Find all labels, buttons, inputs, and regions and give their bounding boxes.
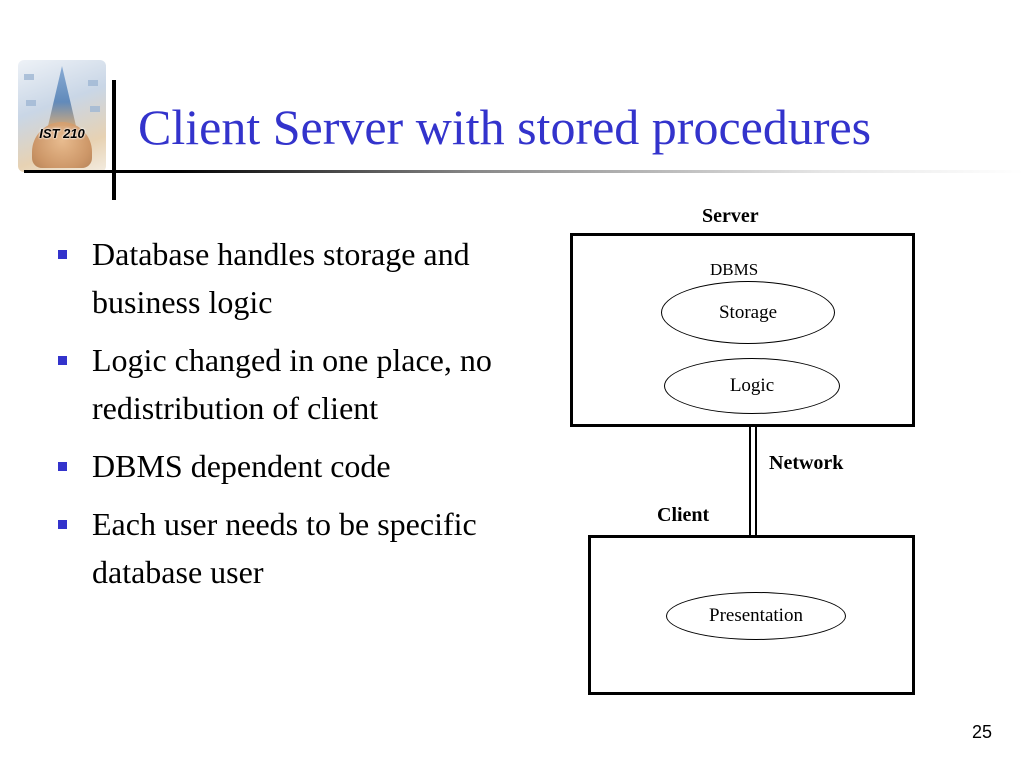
presentation-oval: Presentation xyxy=(666,592,846,640)
dbms-label: DBMS xyxy=(710,260,759,279)
slide-title: Client Server with stored procedures xyxy=(138,99,872,155)
bullet-item: Database handles storage and business lo… xyxy=(52,230,522,326)
title-vertical-rule xyxy=(112,80,116,200)
bullet-marker xyxy=(58,250,67,259)
network-label: Network xyxy=(769,452,844,474)
server-box: DBMS Storage Logic xyxy=(570,233,915,427)
logic-oval: Logic xyxy=(664,358,840,414)
client-server-diagram: Server DBMS Storage Logic Network Client… xyxy=(560,200,920,700)
ist-210-logo: IST 210 xyxy=(18,60,106,172)
bullet-item: DBMS dependent code xyxy=(52,442,522,490)
page-number: 25 xyxy=(971,722,992,742)
network-link-line xyxy=(749,427,751,535)
logo-text: IST 210 xyxy=(39,126,85,141)
title-horizontal-rule xyxy=(24,170,1024,173)
bullet-item: Each user needs to be specific database … xyxy=(52,500,522,596)
bullet-item: Logic changed in one place, no redistrib… xyxy=(52,336,522,432)
bullet-marker xyxy=(58,520,67,529)
bullet-list: Database handles storage and business lo… xyxy=(52,230,522,606)
server-label: Server xyxy=(702,205,759,227)
client-box: Presentation xyxy=(588,535,915,695)
client-label: Client xyxy=(657,504,710,526)
bullet-marker xyxy=(58,462,67,471)
bullet-marker xyxy=(58,356,67,365)
network-link-line xyxy=(755,427,757,535)
storage-oval: Storage xyxy=(661,281,835,344)
